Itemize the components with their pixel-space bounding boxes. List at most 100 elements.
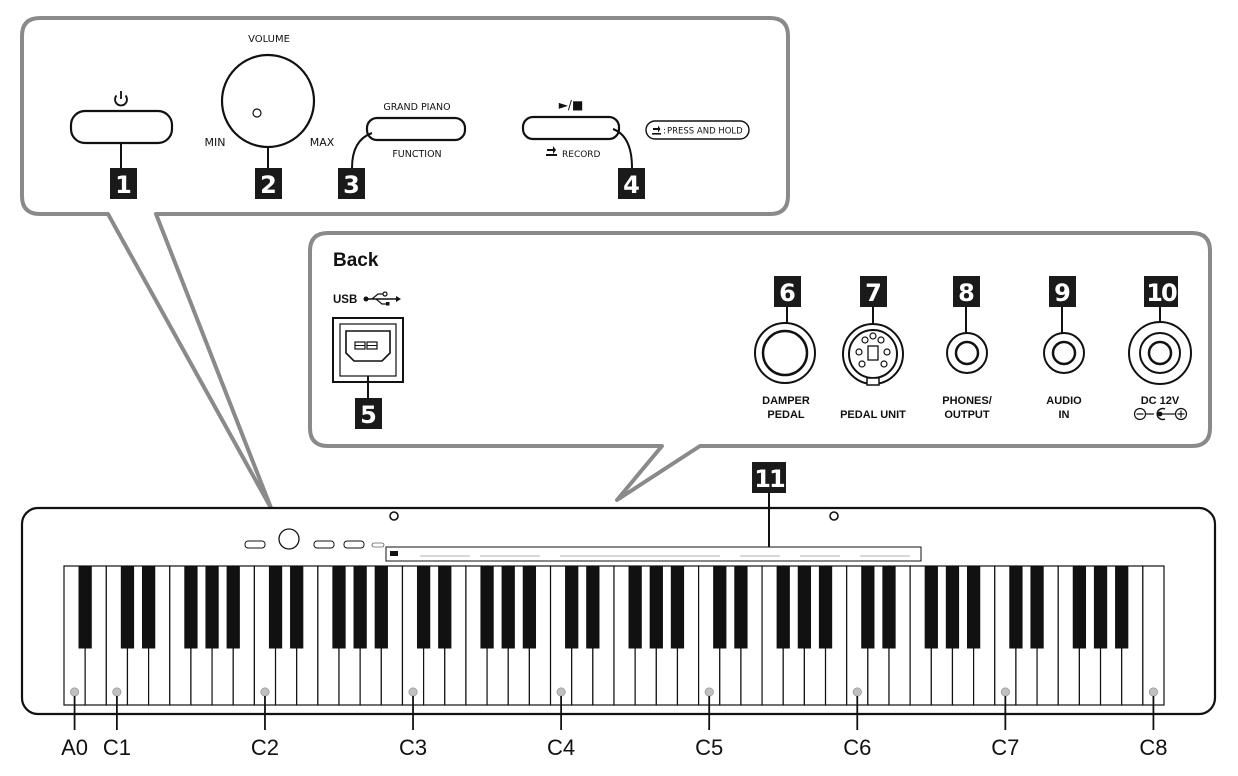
svg-text:2: 2: [260, 171, 277, 199]
black-key[interactable]: [776, 565, 790, 649]
callout-7: 7: [860, 276, 887, 307]
black-key[interactable]: [522, 565, 537, 649]
black-key[interactable]: [797, 565, 812, 649]
black-key[interactable]: [670, 565, 685, 649]
key-marker: [1000, 687, 1010, 697]
black-key[interactable]: [1030, 565, 1044, 649]
black-key[interactable]: [924, 565, 938, 649]
black-key[interactable]: [120, 565, 135, 649]
black-key[interactable]: [649, 565, 663, 649]
black-key[interactable]: [586, 565, 600, 649]
black-key[interactable]: [565, 565, 579, 649]
key-label: A0: [61, 735, 88, 760]
black-key[interactable]: [818, 565, 833, 649]
mini-control-panel: [244, 528, 922, 562]
key-marker: [704, 687, 714, 697]
black-key[interactable]: [1115, 565, 1129, 649]
pedal-unit-jack[interactable]: [842, 323, 904, 386]
play-stop-label: ►/■: [559, 98, 584, 112]
black-key[interactable]: [416, 565, 431, 649]
black-key[interactable]: [353, 565, 367, 649]
black-key[interactable]: [205, 565, 219, 649]
black-key[interactable]: [438, 565, 452, 649]
volume-knob[interactable]: [220, 53, 316, 149]
top-panel-callout: [20, 16, 790, 510]
black-key[interactable]: [1072, 565, 1087, 649]
record-icon: [546, 146, 557, 156]
svg-text:6: 6: [779, 279, 796, 307]
callout-3: 3: [338, 168, 365, 199]
grand-piano-label: GRAND PIANO: [383, 102, 450, 113]
damper-pedal-label-line2: PEDAL: [767, 409, 805, 421]
back-panel-title: Back: [333, 250, 379, 271]
audio-in-label-line2: IN: [1059, 409, 1070, 421]
svg-text::: :: [663, 127, 666, 137]
callout-2: 2: [255, 168, 282, 199]
black-key[interactable]: [480, 565, 494, 649]
key-label: C1: [103, 735, 131, 760]
black-key[interactable]: [1009, 565, 1023, 649]
key-label: C8: [1139, 735, 1167, 760]
damper-pedal-jack[interactable]: [754, 322, 816, 384]
black-key[interactable]: [290, 565, 304, 649]
phones-output-jack[interactable]: [946, 332, 988, 374]
black-key[interactable]: [628, 565, 642, 649]
keyboard-keys: [63, 565, 1165, 706]
svg-text:3: 3: [343, 171, 360, 199]
callout-1: 1: [110, 168, 137, 199]
black-key[interactable]: [141, 565, 156, 649]
mounting-hole: [829, 511, 839, 521]
dc-label: DC 12V: [1141, 395, 1180, 407]
usb-icon: [363, 291, 401, 306]
black-key[interactable]: [332, 565, 346, 649]
play-stop-record-button[interactable]: [521, 115, 621, 141]
black-key[interactable]: [184, 565, 198, 649]
callout-5: 5: [355, 398, 382, 429]
dc-power-jack[interactable]: [1128, 321, 1192, 385]
damper-pedal-label-line1: DAMPER: [762, 395, 810, 407]
svg-text:10: 10: [1146, 279, 1177, 307]
usb-label: USB: [333, 294, 357, 306]
svg-text:5: 5: [360, 401, 377, 429]
black-key[interactable]: [374, 565, 388, 649]
black-key[interactable]: [226, 565, 240, 649]
callout-4: 4: [618, 168, 645, 199]
key-marker: [556, 687, 566, 697]
callout-8: 8: [953, 276, 980, 307]
mounting-hole: [389, 511, 399, 521]
pedal-unit-label: PEDAL UNIT: [840, 409, 906, 421]
white-key[interactable]: [1142, 565, 1165, 706]
black-key[interactable]: [882, 565, 896, 649]
usb-port[interactable]: [332, 317, 404, 383]
black-key[interactable]: [1093, 565, 1108, 649]
audio-in-jack[interactable]: [1043, 332, 1085, 374]
key-label: C2: [251, 735, 279, 760]
callout-9: 9: [1049, 276, 1076, 307]
volume-label: VOLUME: [248, 34, 290, 45]
black-key[interactable]: [713, 565, 727, 649]
key-marker: [1148, 687, 1158, 697]
volume-max-label: MAX: [310, 136, 335, 149]
power-button[interactable]: [69, 109, 174, 145]
key-label: C5: [695, 735, 723, 760]
callout-6: 6: [774, 276, 801, 307]
key-label: C7: [991, 735, 1019, 760]
key-label: C3: [399, 735, 427, 760]
key-marker: [70, 687, 80, 697]
phones-label-line1: PHONES/: [942, 395, 992, 407]
black-key[interactable]: [268, 565, 283, 649]
black-key[interactable]: [966, 565, 981, 649]
black-key[interactable]: [501, 565, 515, 649]
press-and-hold-label: PRESS AND HOLD: [667, 127, 743, 137]
svg-text:9: 9: [1054, 279, 1071, 307]
black-key[interactable]: [78, 565, 92, 649]
svg-text:8: 8: [958, 279, 975, 307]
power-icon: [114, 91, 128, 107]
polarity-icon: [1133, 407, 1188, 421]
black-key[interactable]: [945, 565, 960, 649]
black-key[interactable]: [734, 565, 748, 649]
grand-piano-button[interactable]: [365, 116, 467, 142]
black-key[interactable]: [861, 565, 875, 649]
